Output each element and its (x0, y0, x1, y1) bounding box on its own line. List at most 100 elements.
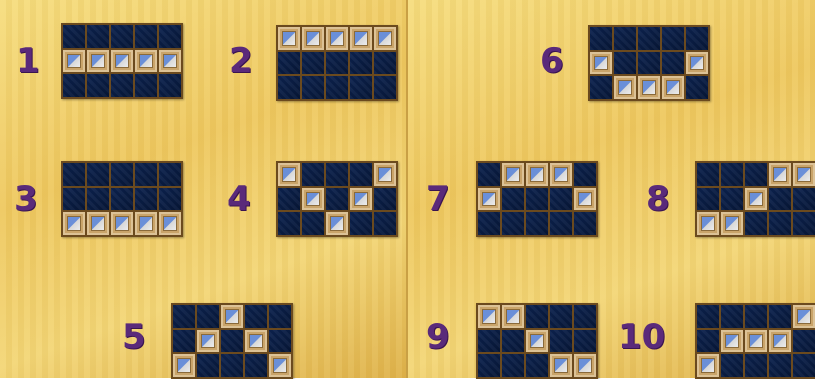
payline-number-3: 3 (14, 182, 38, 216)
marked-cell (574, 188, 596, 211)
marked-cell (721, 212, 743, 235)
marked-cell (245, 330, 267, 353)
empty-cell (63, 188, 85, 211)
empty-cell (326, 52, 348, 75)
marked-cell (111, 212, 133, 235)
empty-cell (197, 354, 219, 377)
empty-cell (745, 163, 767, 186)
marked-cell (478, 305, 500, 328)
empty-cell (769, 354, 791, 377)
empty-cell (614, 52, 636, 75)
payline-pattern-4 (276, 161, 398, 237)
payline-pattern-6 (588, 25, 710, 101)
marked-cell (278, 27, 300, 50)
empty-cell (793, 354, 815, 377)
empty-cell (278, 212, 300, 235)
payline-number-4: 4 (227, 182, 251, 216)
payline-number-6: 6 (540, 44, 564, 78)
marked-cell (326, 212, 348, 235)
empty-cell (662, 27, 684, 50)
empty-cell (374, 188, 396, 211)
marked-cell (159, 212, 181, 235)
empty-cell (574, 163, 596, 186)
empty-cell (769, 212, 791, 235)
empty-cell (526, 305, 548, 328)
payline-number-9: 9 (426, 320, 450, 354)
empty-cell (550, 330, 572, 353)
empty-cell (87, 163, 109, 186)
marked-cell (550, 163, 572, 186)
marked-cell (721, 330, 743, 353)
empty-cell (526, 354, 548, 377)
marked-cell (550, 354, 572, 377)
marked-cell (697, 212, 719, 235)
marked-cell (502, 163, 524, 186)
empty-cell (614, 27, 636, 50)
marked-cell (135, 212, 157, 235)
empty-cell (350, 212, 372, 235)
empty-cell (638, 52, 660, 75)
empty-cell (550, 188, 572, 211)
empty-cell (302, 212, 324, 235)
marked-cell (173, 354, 195, 377)
empty-cell (526, 188, 548, 211)
empty-cell (173, 305, 195, 328)
marked-cell (135, 50, 157, 73)
empty-cell (574, 330, 596, 353)
empty-cell (135, 163, 157, 186)
empty-cell (478, 354, 500, 377)
marked-cell (159, 50, 181, 73)
empty-cell (374, 76, 396, 99)
marked-cell (745, 188, 767, 211)
empty-cell (63, 163, 85, 186)
marked-cell (87, 212, 109, 235)
marked-cell (221, 305, 243, 328)
marked-cell (63, 50, 85, 73)
empty-cell (526, 212, 548, 235)
marked-cell (769, 163, 791, 186)
empty-cell (502, 330, 524, 353)
marked-cell (590, 52, 612, 75)
marked-cell (87, 50, 109, 73)
payline-number-2: 2 (229, 44, 253, 78)
empty-cell (638, 27, 660, 50)
empty-cell (745, 305, 767, 328)
empty-cell (745, 354, 767, 377)
empty-cell (278, 52, 300, 75)
empty-cell (63, 25, 85, 48)
empty-cell (662, 52, 684, 75)
empty-cell (550, 212, 572, 235)
empty-cell (302, 163, 324, 186)
marked-cell (638, 76, 660, 99)
empty-cell (302, 52, 324, 75)
payline-number-7: 7 (426, 182, 450, 216)
empty-cell (159, 25, 181, 48)
marked-cell (686, 52, 708, 75)
empty-cell (697, 330, 719, 353)
marked-cell (302, 188, 324, 211)
marked-cell (697, 354, 719, 377)
payline-pattern-8 (695, 161, 815, 237)
empty-cell (721, 188, 743, 211)
marked-cell (574, 354, 596, 377)
empty-cell (269, 305, 291, 328)
payline-pattern-9 (476, 303, 598, 379)
empty-cell (245, 305, 267, 328)
marked-cell (374, 163, 396, 186)
marked-cell (614, 76, 636, 99)
marked-cell (502, 305, 524, 328)
marked-cell (374, 27, 396, 50)
empty-cell (721, 305, 743, 328)
empty-cell (478, 330, 500, 353)
empty-cell (111, 188, 133, 211)
empty-cell (697, 163, 719, 186)
empty-cell (374, 52, 396, 75)
empty-cell (502, 354, 524, 377)
marked-cell (793, 163, 815, 186)
empty-cell (87, 74, 109, 97)
empty-cell (221, 354, 243, 377)
marked-cell (278, 163, 300, 186)
empty-cell (590, 76, 612, 99)
marked-cell (350, 188, 372, 211)
empty-cell (350, 163, 372, 186)
